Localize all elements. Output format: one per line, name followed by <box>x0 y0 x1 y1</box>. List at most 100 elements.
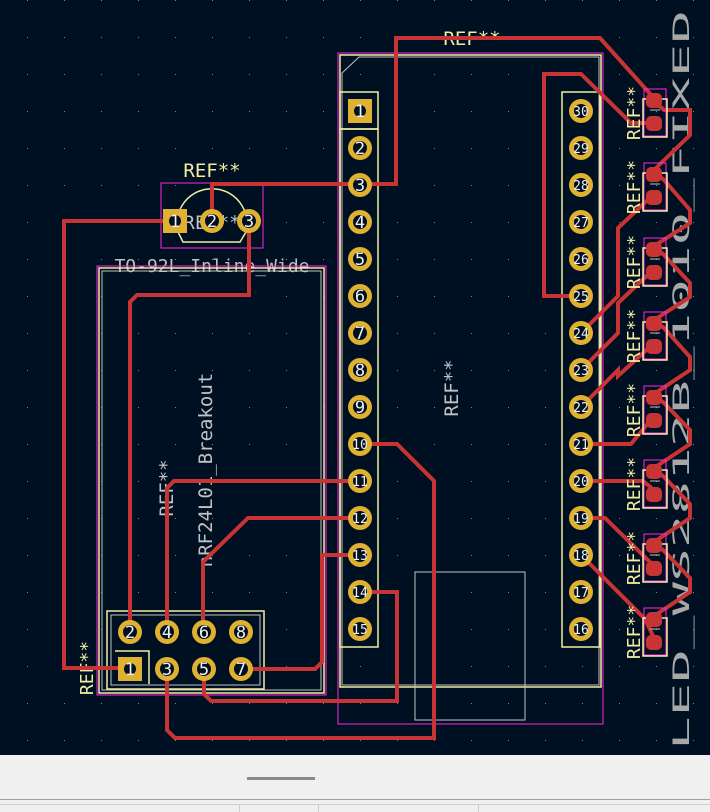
led-pad[interactable] <box>646 242 662 257</box>
grid-dot <box>286 407 287 408</box>
led-footprint[interactable]: REF** <box>624 605 668 659</box>
pcb-canvas[interactable]: REF** REF** TO-92L_Inline_Wide nRF24L01_… <box>0 0 710 755</box>
pad[interactable]: 10 <box>348 432 372 456</box>
track[interactable] <box>128 221 251 632</box>
pad[interactable]: 13 <box>348 543 372 567</box>
track[interactable] <box>579 267 656 372</box>
pad[interactable]: 8 <box>348 358 372 382</box>
grid-dot <box>471 222 472 223</box>
led-pad[interactable] <box>646 413 662 428</box>
pad[interactable]: 3 <box>155 657 179 681</box>
pad[interactable]: 23 <box>569 358 593 382</box>
led-footprint[interactable]: REF** <box>624 235 668 289</box>
pad[interactable]: 3 <box>348 173 372 197</box>
pad-drill <box>574 104 588 118</box>
pad[interactable]: 21 <box>569 432 593 456</box>
led-pad[interactable] <box>646 167 662 182</box>
pad[interactable]: 6 <box>192 620 216 644</box>
track[interactable] <box>241 553 360 671</box>
track[interactable] <box>579 341 656 409</box>
led-pad[interactable] <box>646 265 662 280</box>
pad[interactable]: 7 <box>348 321 372 345</box>
pad[interactable]: 16 <box>569 617 593 641</box>
track[interactable] <box>579 192 656 335</box>
led-pad[interactable] <box>646 190 662 205</box>
led-pad[interactable] <box>646 561 662 576</box>
track[interactable] <box>201 516 360 632</box>
pad[interactable]: 2 <box>118 620 142 644</box>
led-pad[interactable] <box>646 390 662 405</box>
led-pad[interactable] <box>646 487 662 502</box>
led-footprint[interactable]: REF** <box>624 457 668 511</box>
track[interactable] <box>165 442 436 740</box>
pad[interactable]: 17 <box>569 580 593 604</box>
track[interactable] <box>62 219 174 670</box>
pad[interactable]: 22 <box>569 395 593 419</box>
pad[interactable]: 1 <box>118 657 142 681</box>
led-pad[interactable] <box>646 93 662 108</box>
splitter-handle[interactable] <box>247 777 315 780</box>
led-footprint[interactable]: REF** <box>624 383 668 437</box>
pad[interactable]: 4 <box>155 620 179 644</box>
track[interactable] <box>542 72 654 298</box>
track[interactable] <box>579 553 656 639</box>
grid-dot <box>545 0 546 1</box>
pad[interactable]: 26 <box>569 247 593 271</box>
pad[interactable]: 8 <box>229 620 253 644</box>
pad[interactable]: 3 <box>237 209 261 233</box>
grid-dot <box>693 481 694 482</box>
pad[interactable]: 11 <box>348 469 372 493</box>
pad[interactable]: 1 <box>348 99 372 123</box>
pad[interactable]: 28 <box>569 173 593 197</box>
pad[interactable]: 29 <box>569 136 593 160</box>
pad[interactable]: 18 <box>569 543 593 567</box>
mcu-footprint[interactable]: REF** REF** <box>337 28 604 725</box>
grid-dot <box>693 370 694 371</box>
grid-dot <box>212 740 213 741</box>
track[interactable] <box>210 36 654 221</box>
track[interactable] <box>202 590 399 703</box>
led-pad[interactable] <box>646 339 662 354</box>
led-footprint[interactable]: REF** <box>624 160 668 214</box>
led-footprint[interactable]: REF** <box>624 86 668 140</box>
led-pad[interactable] <box>646 635 662 650</box>
pad-drill <box>574 511 588 525</box>
led-footprints[interactable]: REF** REF** REF** REF** REF** REF** REF** REF** <box>624 86 668 659</box>
pad[interactable]: 19 <box>569 506 593 530</box>
pad[interactable]: 4 <box>348 210 372 234</box>
track[interactable] <box>581 414 656 446</box>
led-pad[interactable] <box>646 116 662 131</box>
pad[interactable]: 5 <box>192 657 216 681</box>
pad[interactable]: 25 <box>569 284 593 308</box>
pad[interactable]: 7 <box>229 657 253 681</box>
led-pad[interactable] <box>646 464 662 479</box>
pcb-board-drawing[interactable]: REF** REF** TO-92L_Inline_Wide nRF24L01_… <box>0 0 710 755</box>
pad[interactable]: 6 <box>348 284 372 308</box>
led-pad[interactable] <box>646 538 662 553</box>
pad[interactable]: 15 <box>348 617 372 641</box>
grid-dot <box>434 148 435 149</box>
pad[interactable]: 5 <box>348 247 372 271</box>
pad[interactable]: 30 <box>569 99 593 123</box>
led-pad[interactable] <box>646 316 662 331</box>
led-pad[interactable] <box>646 612 662 627</box>
track[interactable] <box>165 479 360 632</box>
pad-drill <box>160 625 174 639</box>
pad[interactable]: 2 <box>348 136 372 160</box>
pad[interactable]: 24 <box>569 321 593 345</box>
grid-dot <box>138 481 139 482</box>
pad[interactable]: 12 <box>348 506 372 530</box>
pad[interactable]: 14 <box>348 580 372 604</box>
pad[interactable]: 1 <box>163 209 187 233</box>
pad[interactable]: 2 <box>200 209 224 233</box>
pad-number: 24 <box>573 327 589 342</box>
grid-dot <box>693 111 694 112</box>
grid-dot <box>545 703 546 704</box>
pad[interactable]: 20 <box>569 469 593 493</box>
led-footprint[interactable]: REF** <box>624 309 668 363</box>
led-footprint[interactable]: REF** <box>624 531 668 585</box>
pad[interactable]: 9 <box>348 395 372 419</box>
pad[interactable]: 27 <box>569 210 593 234</box>
track[interactable] <box>652 99 692 172</box>
